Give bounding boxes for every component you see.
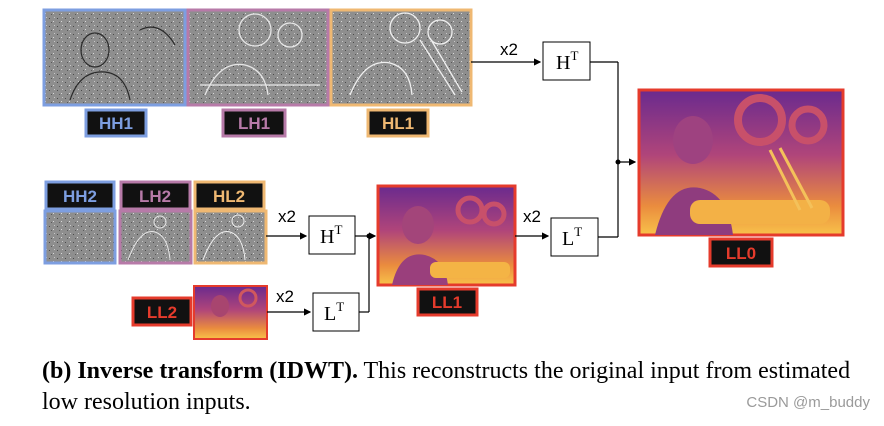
lh1-tag: LH1 — [221, 108, 287, 138]
hl2-tag: HL2 — [193, 180, 266, 211]
hh1-image — [42, 8, 187, 107]
upsample-label-mid: x2 — [278, 207, 296, 226]
hh2-tag: HH2 — [44, 180, 116, 211]
svg-text:HH1: HH1 — [99, 114, 133, 133]
ll1-tag: LL1 — [416, 287, 479, 317]
upsample-label-ll1: x2 — [523, 207, 541, 226]
upsample-label-low: x2 — [276, 287, 294, 306]
lh2-image — [118, 209, 193, 265]
ht-operator-mid: HT — [308, 215, 356, 255]
hl2-image — [193, 209, 268, 265]
svg-text:LT: LT — [324, 299, 344, 325]
svg-text:LH2: LH2 — [139, 187, 171, 206]
lh2-tag: LH2 — [119, 180, 192, 211]
upsample-label-top: x2 — [500, 40, 518, 59]
svg-text:HT: HT — [320, 222, 342, 248]
ht-operator-top: HT — [542, 41, 591, 81]
ll2-image — [193, 285, 268, 340]
caption-text: This reconstructs the original input fro… — [42, 358, 851, 415]
svg-text:HT: HT — [556, 48, 578, 74]
svg-text:HL2: HL2 — [213, 187, 245, 206]
ll0-image — [637, 88, 845, 237]
hl1-image — [329, 8, 473, 107]
svg-text:LL1: LL1 — [432, 293, 462, 312]
svg-text:HL1: HL1 — [382, 114, 414, 133]
svg-text:LL2: LL2 — [147, 303, 177, 322]
hh1-tag: HH1 — [84, 108, 148, 138]
ll2-tag: LL2 — [131, 296, 193, 327]
svg-text:LH1: LH1 — [238, 114, 270, 133]
figure-caption: (b) Inverse transform (IDWT). This recon… — [42, 356, 862, 418]
idwt-diagram: HH1 LH1 HL1 x2 HT HH2 LH2 HL2 — [42, 8, 845, 340]
svg-text:LL0: LL0 — [726, 244, 756, 263]
ll0-tag: LL0 — [708, 237, 774, 268]
lt-operator-ll1: LT — [550, 217, 599, 257]
watermark: CSDN @m_buddy — [746, 394, 870, 411]
lt-operator-low: LT — [312, 292, 360, 332]
hl1-tag: HL1 — [366, 108, 430, 138]
lh1-image — [186, 8, 330, 107]
caption-bold: (b) Inverse transform (IDWT). — [42, 358, 358, 384]
ll1-image — [376, 184, 517, 287]
svg-text:LT: LT — [562, 224, 582, 250]
svg-text:HH2: HH2 — [63, 187, 97, 206]
hh2-image — [43, 209, 117, 265]
